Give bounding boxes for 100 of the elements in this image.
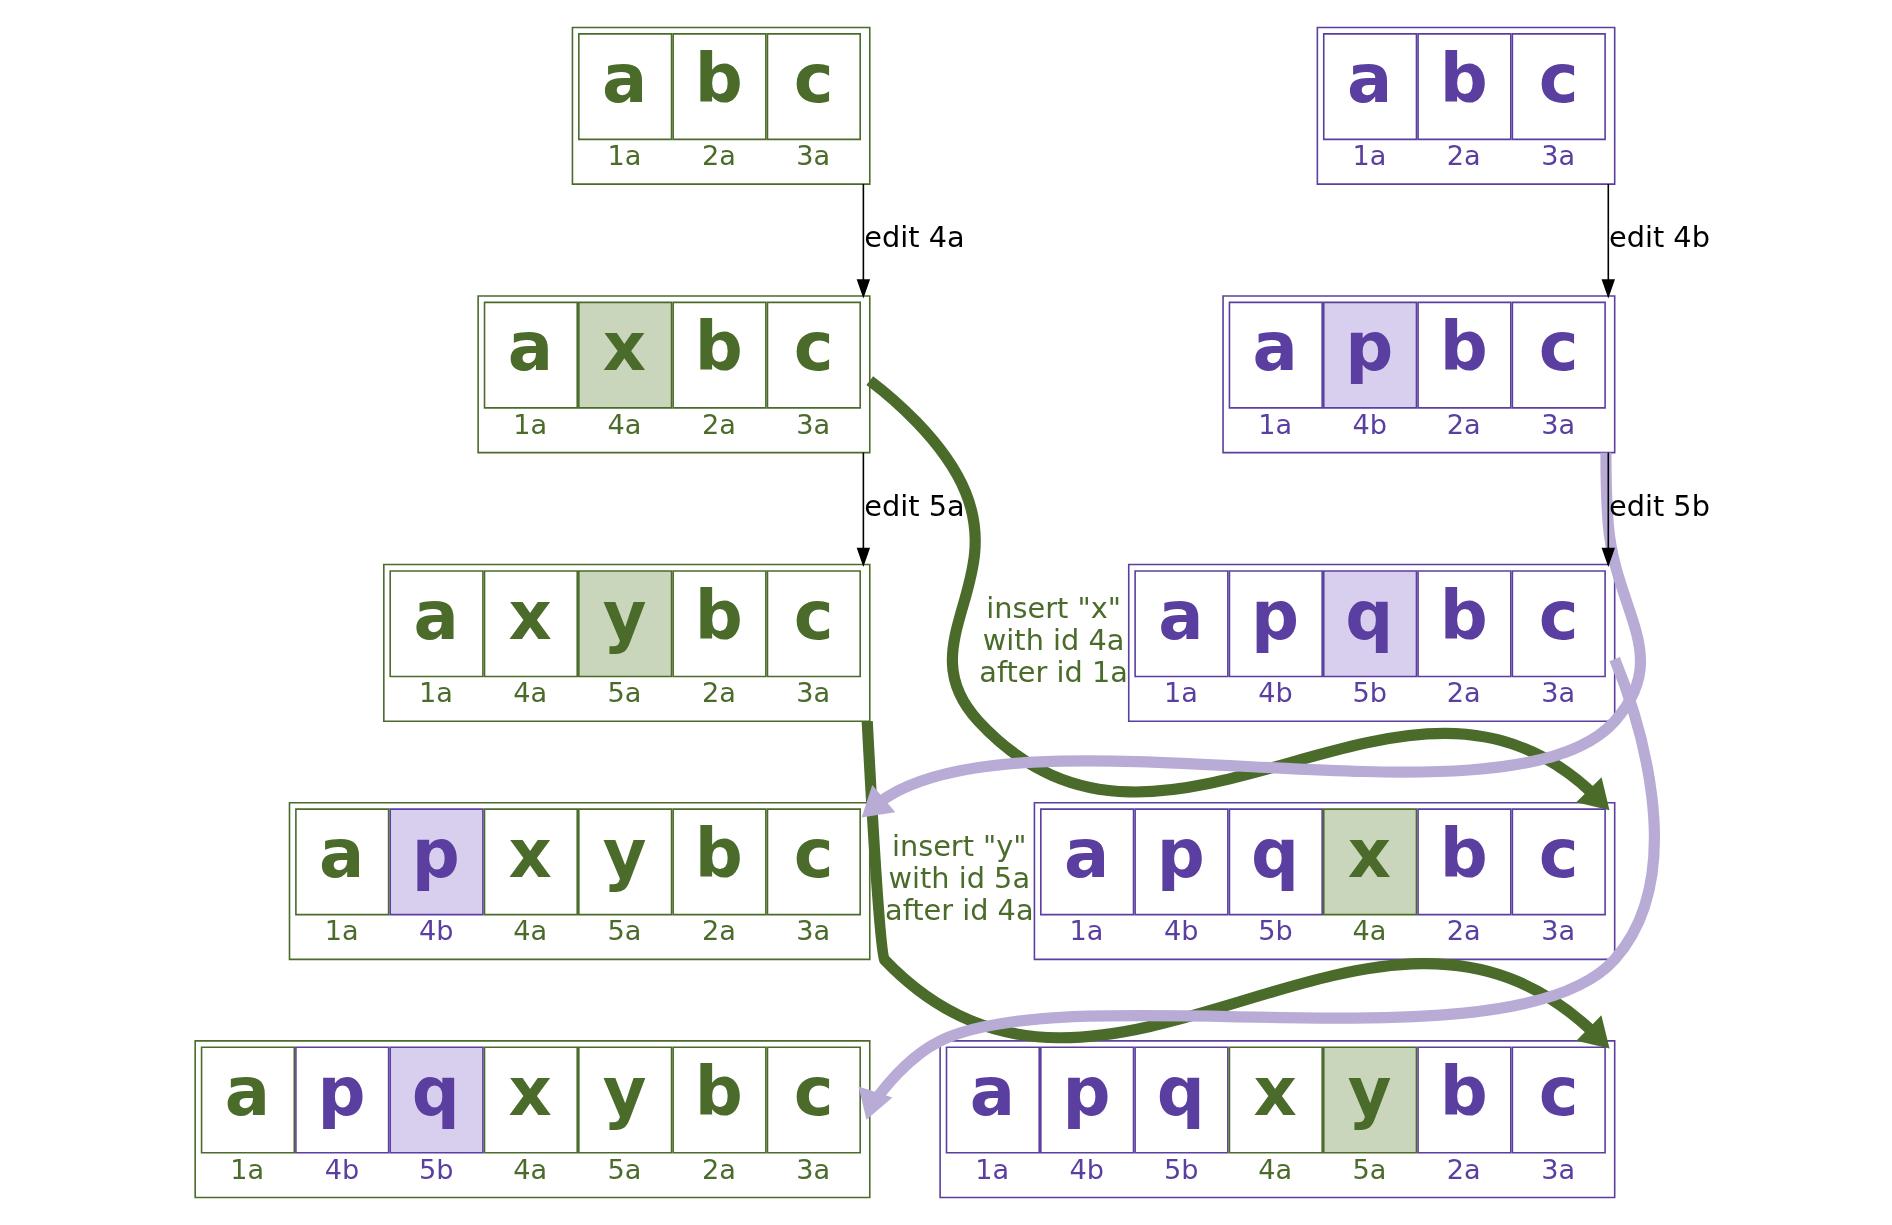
node-label: 1a: [512, 408, 547, 440]
arrow: [1601, 451, 1615, 567]
arrow: [865, 376, 1609, 811]
node-label: 1a: [1163, 677, 1198, 709]
node-box: a: [294, 808, 389, 916]
node-box: b: [1416, 1046, 1512, 1154]
node-box: a: [200, 1046, 295, 1154]
node-label: 4a: [607, 408, 642, 440]
node-box: a: [388, 570, 484, 678]
arrow: [861, 452, 1646, 818]
node-label: 4b: [324, 1153, 359, 1185]
node-label: 3a: [1540, 408, 1575, 440]
node-box: b: [1416, 570, 1512, 678]
arrow: [1601, 183, 1615, 299]
node-label: 3a: [795, 408, 830, 440]
cluster: [1033, 801, 1615, 961]
edge-label: insert "y" with id 5a after id 4a: [884, 829, 1034, 928]
node-box: c: [766, 808, 861, 916]
arrow: [858, 657, 1660, 1120]
node-label: 2a: [1446, 915, 1481, 947]
node-label: 4b: [418, 915, 453, 947]
node-label: 3a: [1540, 677, 1575, 709]
edge-label: edit 4a: [863, 220, 965, 255]
node-box: b: [671, 33, 767, 141]
node-label: 2a: [701, 677, 736, 709]
node-box: q: [1133, 1046, 1229, 1154]
node-box: b: [1416, 33, 1512, 141]
node-label: 3a: [1540, 1153, 1575, 1185]
node-box: p: [1228, 570, 1323, 678]
node-label: 4b: [1352, 408, 1387, 440]
node-label: 1a: [1352, 140, 1386, 172]
node-label: 1a: [1069, 915, 1104, 947]
node-label: 3a: [795, 677, 830, 709]
node-box: p: [294, 1046, 389, 1154]
node-box: y: [577, 1046, 672, 1154]
node-label: 5a: [607, 677, 642, 709]
node-label: 5b: [1352, 677, 1387, 709]
node-label: 2a: [1446, 140, 1481, 172]
node-label: 3a: [795, 1153, 830, 1185]
node-box: b: [671, 301, 767, 409]
node-box: b: [1416, 301, 1512, 409]
node-box: a: [577, 33, 672, 141]
cluster: [193, 1040, 871, 1199]
node-label: 4a: [1257, 1153, 1292, 1185]
node-label: 5b: [1257, 915, 1293, 947]
node-box: x: [1228, 1046, 1323, 1154]
edge-label: insert "x" with id 4a after id 1a: [978, 590, 1128, 689]
node-box: c: [766, 570, 861, 678]
node-box: p: [1039, 1046, 1134, 1154]
node-box: x: [483, 570, 578, 678]
node-box: c: [766, 33, 861, 141]
cluster: [1127, 563, 1615, 722]
node-label: 1a: [324, 915, 359, 947]
node-box: c: [1511, 1046, 1606, 1154]
node-label: 3a: [1540, 140, 1575, 172]
node-box: a: [1039, 808, 1134, 916]
node-box: c: [1511, 301, 1606, 409]
cluster: [382, 563, 871, 722]
node-label: 4a: [1352, 915, 1386, 947]
node-label: 5b: [1163, 1153, 1198, 1185]
node-label: 5a: [607, 1153, 642, 1185]
node-label: 4a: [512, 1153, 547, 1185]
node-box: x: [483, 808, 578, 916]
node-box: y: [577, 808, 672, 916]
node-box: a: [1133, 570, 1229, 678]
node-label: 2a: [701, 915, 736, 947]
node-box: a: [483, 301, 578, 409]
node-label: 4a: [512, 677, 547, 709]
node-label: 2a: [701, 408, 736, 440]
node-label: 4b: [1257, 677, 1293, 709]
node-box: c: [1511, 570, 1606, 678]
node-label: 3a: [1540, 915, 1575, 947]
node-label: 5b: [418, 1153, 453, 1185]
node-label: 2a: [1446, 677, 1481, 709]
node-label: 5a: [1352, 1153, 1386, 1185]
arrow: [856, 183, 870, 299]
node-label: 2a: [1446, 1153, 1481, 1185]
node-box: q: [1228, 808, 1323, 916]
node-label: 3a: [795, 915, 830, 947]
node-box: c: [766, 301, 861, 409]
node-box: b: [671, 808, 767, 916]
node-label: 4b: [1163, 915, 1198, 947]
cluster: [476, 295, 871, 454]
node-box: c: [1511, 808, 1606, 916]
node-label: 5a: [607, 915, 642, 947]
cluster: [1221, 295, 1615, 454]
node-label: 3a: [795, 140, 830, 172]
node-box: b: [671, 1046, 767, 1154]
node-label: 1a: [607, 140, 642, 172]
node-label: 4a: [512, 915, 547, 947]
arrow: [856, 451, 870, 567]
node-box: a: [1322, 33, 1417, 141]
edge-label: edit 5a: [863, 488, 965, 523]
node-label: 1a: [229, 1153, 264, 1185]
node-box: c: [766, 1046, 861, 1154]
node-label: 2a: [701, 1153, 736, 1185]
node-label: 1a: [418, 677, 453, 709]
edge-label: edit 5b: [1608, 488, 1710, 523]
node-label: 2a: [1446, 408, 1481, 440]
cluster: [288, 801, 871, 961]
